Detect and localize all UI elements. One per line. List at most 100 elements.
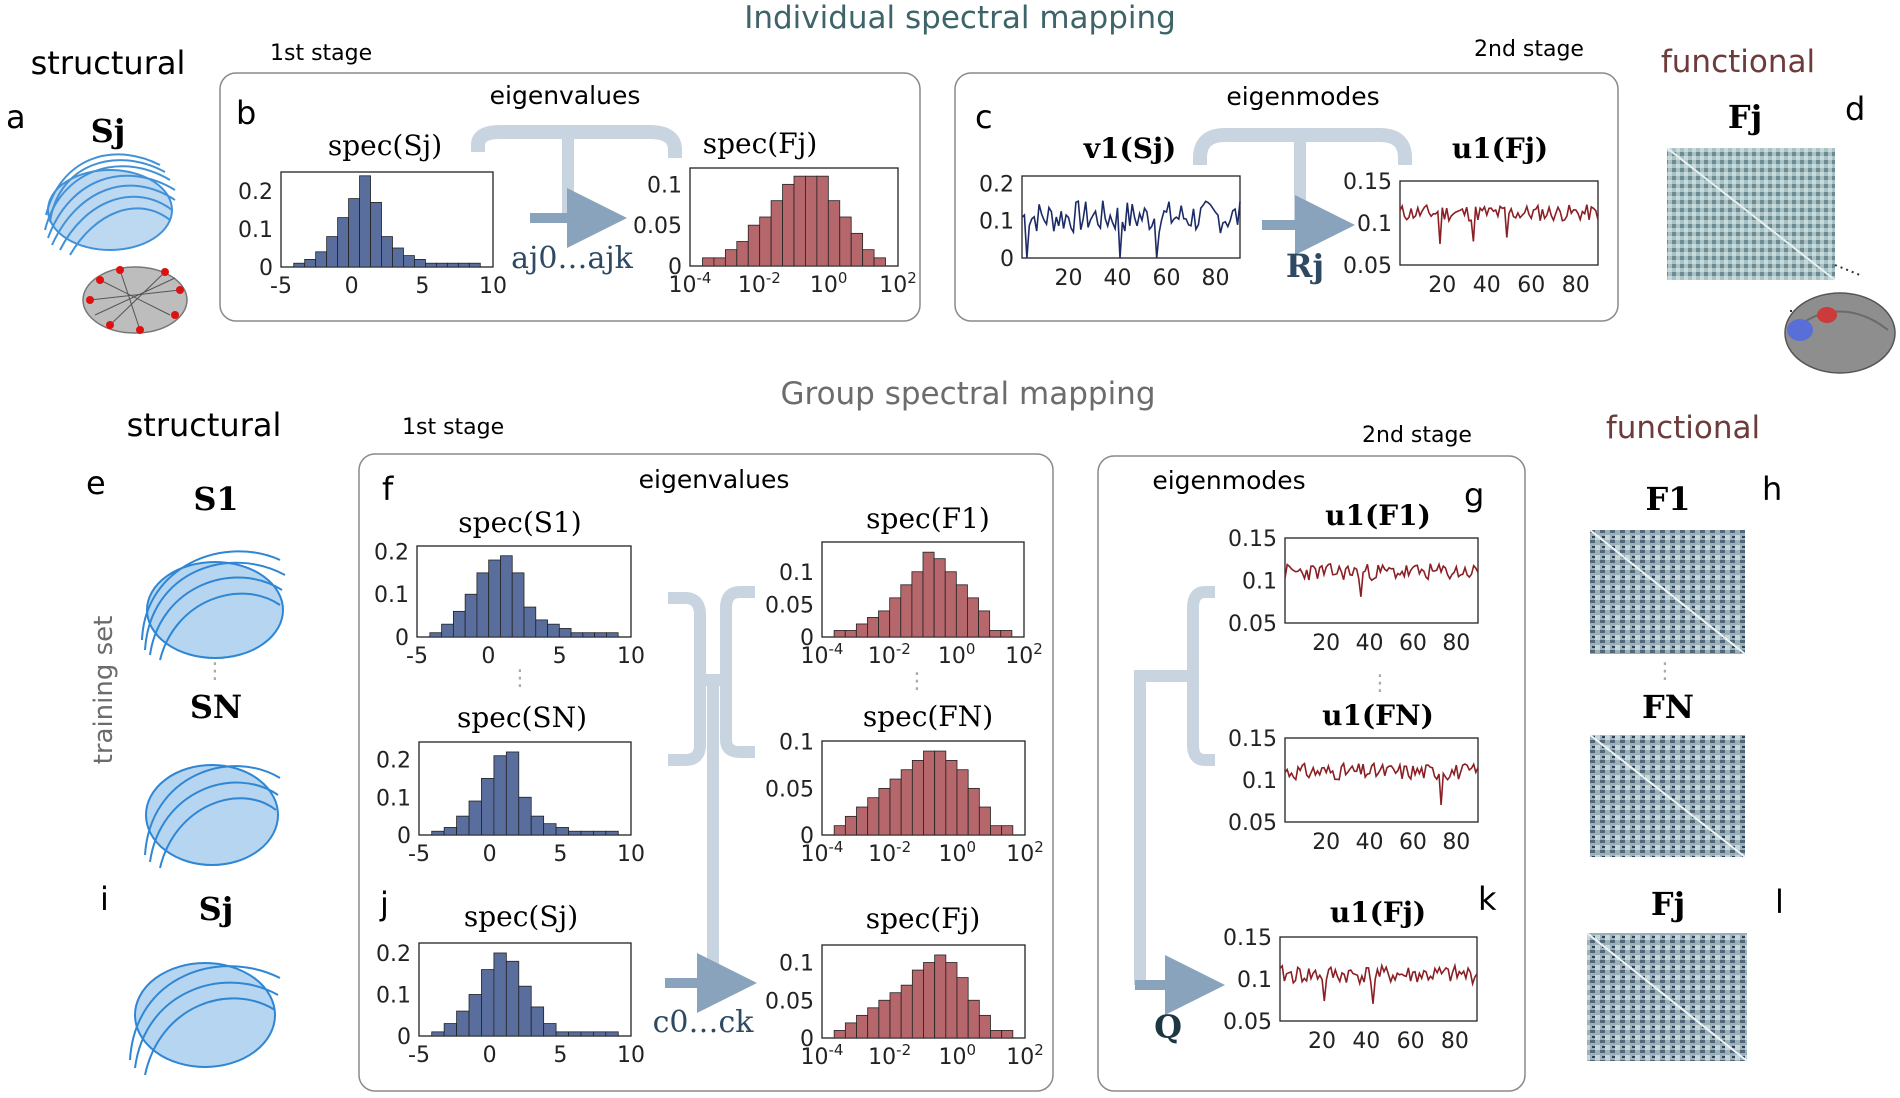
histogram-bar	[435, 262, 448, 268]
tick-label: -5	[270, 274, 292, 299]
histogram-bar	[580, 830, 594, 836]
histogram-bar	[547, 623, 560, 638]
panel-letter-a: a	[6, 98, 26, 136]
histogram-bar	[535, 619, 548, 638]
histogram-bar	[456, 815, 470, 836]
histogram-bar	[878, 999, 891, 1039]
histogram-bar	[570, 632, 584, 638]
histogram-bar	[468, 800, 482, 836]
tick-label: 0	[800, 626, 814, 651]
tick-label: 40	[1104, 266, 1132, 291]
tick-label: 0.2	[376, 749, 411, 774]
histogram-bar	[488, 559, 501, 638]
tick-label: 10-2	[868, 838, 911, 867]
eigenvalues-label-individual: eigenvalues	[490, 81, 641, 110]
tick-label: 0.1	[1237, 968, 1272, 993]
histogram-bar	[493, 952, 507, 1037]
tick-label: 0.05	[633, 214, 682, 239]
bracket-g-connector	[1134, 670, 1193, 985]
tick-label: 0	[259, 256, 273, 281]
fiber-bundle-image-SN	[144, 764, 281, 869]
histogram-bar	[555, 827, 569, 836]
histogram-bar	[593, 1031, 607, 1037]
panel-letter-g: g	[1464, 476, 1484, 514]
histogram-bar	[990, 1030, 1003, 1039]
tick-label: 0	[397, 824, 411, 849]
structural-label-group: structural	[127, 406, 282, 444]
tick-label: 20	[1308, 1029, 1336, 1054]
tick-label: 0.05	[1223, 1010, 1272, 1035]
tick-label: 0.2	[376, 942, 411, 967]
histogram-bar	[850, 232, 864, 267]
spec-F1-title: spec(F1)	[866, 502, 990, 535]
histogram-bar	[425, 262, 437, 268]
tick-label: 80	[1442, 830, 1470, 855]
histogram-bar	[923, 962, 936, 1039]
histogram-bar	[348, 198, 360, 268]
tick-label: 0.05	[1343, 254, 1392, 279]
histogram-bar	[967, 787, 980, 836]
functional-matrix-image-d	[1666, 147, 1836, 281]
tick-label: 5	[415, 274, 429, 299]
histogram-bar	[844, 815, 857, 836]
tick-label: 100	[938, 640, 976, 669]
tick-label: -5	[408, 842, 430, 867]
histogram-bar	[989, 630, 1002, 638]
tick-label: 102	[1005, 640, 1043, 669]
histogram-bar	[468, 262, 481, 268]
tick-label: 0.05	[765, 593, 814, 618]
histogram-bar	[759, 216, 772, 267]
tick-label: 40	[1352, 1029, 1380, 1054]
tick-label: 0	[483, 842, 497, 867]
histogram-bar	[481, 969, 495, 1037]
u1-F1-title: u1(F1)	[1325, 499, 1431, 532]
histogram-bar	[381, 236, 393, 268]
Sj-label-group: Sj	[199, 890, 234, 928]
histogram-bar	[468, 994, 482, 1037]
functional-matrix-image-Fj	[1586, 932, 1748, 1062]
tick-label: 100	[939, 838, 977, 867]
histogram-bar	[956, 769, 969, 836]
tick-label: 0.1	[1357, 212, 1392, 237]
histogram-bar	[543, 823, 557, 836]
tick-label: 10-4	[801, 838, 844, 867]
tick-label: -5	[406, 644, 428, 669]
fiber-bundle-image-S1	[141, 550, 286, 661]
spec-SN-title: spec(SN)	[457, 701, 587, 734]
bracket-g	[1187, 586, 1215, 766]
tick-label: 100	[810, 269, 848, 298]
tick-label: 0.1	[647, 173, 682, 198]
tick-label: 60	[1397, 1029, 1425, 1054]
tick-label: 0	[395, 626, 409, 651]
tick-label: 10-2	[868, 1041, 911, 1070]
histogram-bar	[511, 572, 525, 638]
spec-S1-title: spec(S1)	[458, 506, 581, 539]
histogram-bar	[867, 797, 880, 836]
histogram-bar	[1001, 1030, 1014, 1039]
vertical-dots-e: ⋮	[204, 659, 226, 684]
tick-label: 0.15	[1228, 527, 1277, 552]
histogram-bar	[844, 630, 857, 638]
tick-label: 0	[1000, 247, 1014, 272]
histogram-bar	[523, 606, 537, 638]
histogram-bar	[337, 217, 349, 268]
histogram-bar	[967, 999, 980, 1039]
eigenvalues-label-group: eigenvalues	[639, 465, 790, 494]
histogram-bar	[889, 778, 902, 836]
tick-label: 0	[397, 1025, 411, 1050]
panel-letter-b: b	[236, 94, 256, 132]
fiber-bundle-image-Sj	[129, 962, 281, 1076]
series-line	[1284, 761, 1479, 805]
panel-letter-k: k	[1478, 880, 1497, 918]
histogram-bar	[443, 827, 457, 836]
tick-label: 0.1	[779, 561, 814, 586]
histogram-bar	[543, 1023, 557, 1037]
histogram-bar	[293, 262, 306, 268]
histogram-bar	[770, 200, 783, 267]
vertical-dots-f-left: ⋮	[509, 666, 531, 691]
histogram-bar	[593, 830, 607, 836]
tick-label: 0	[481, 644, 495, 669]
histogram-bar	[878, 787, 891, 836]
